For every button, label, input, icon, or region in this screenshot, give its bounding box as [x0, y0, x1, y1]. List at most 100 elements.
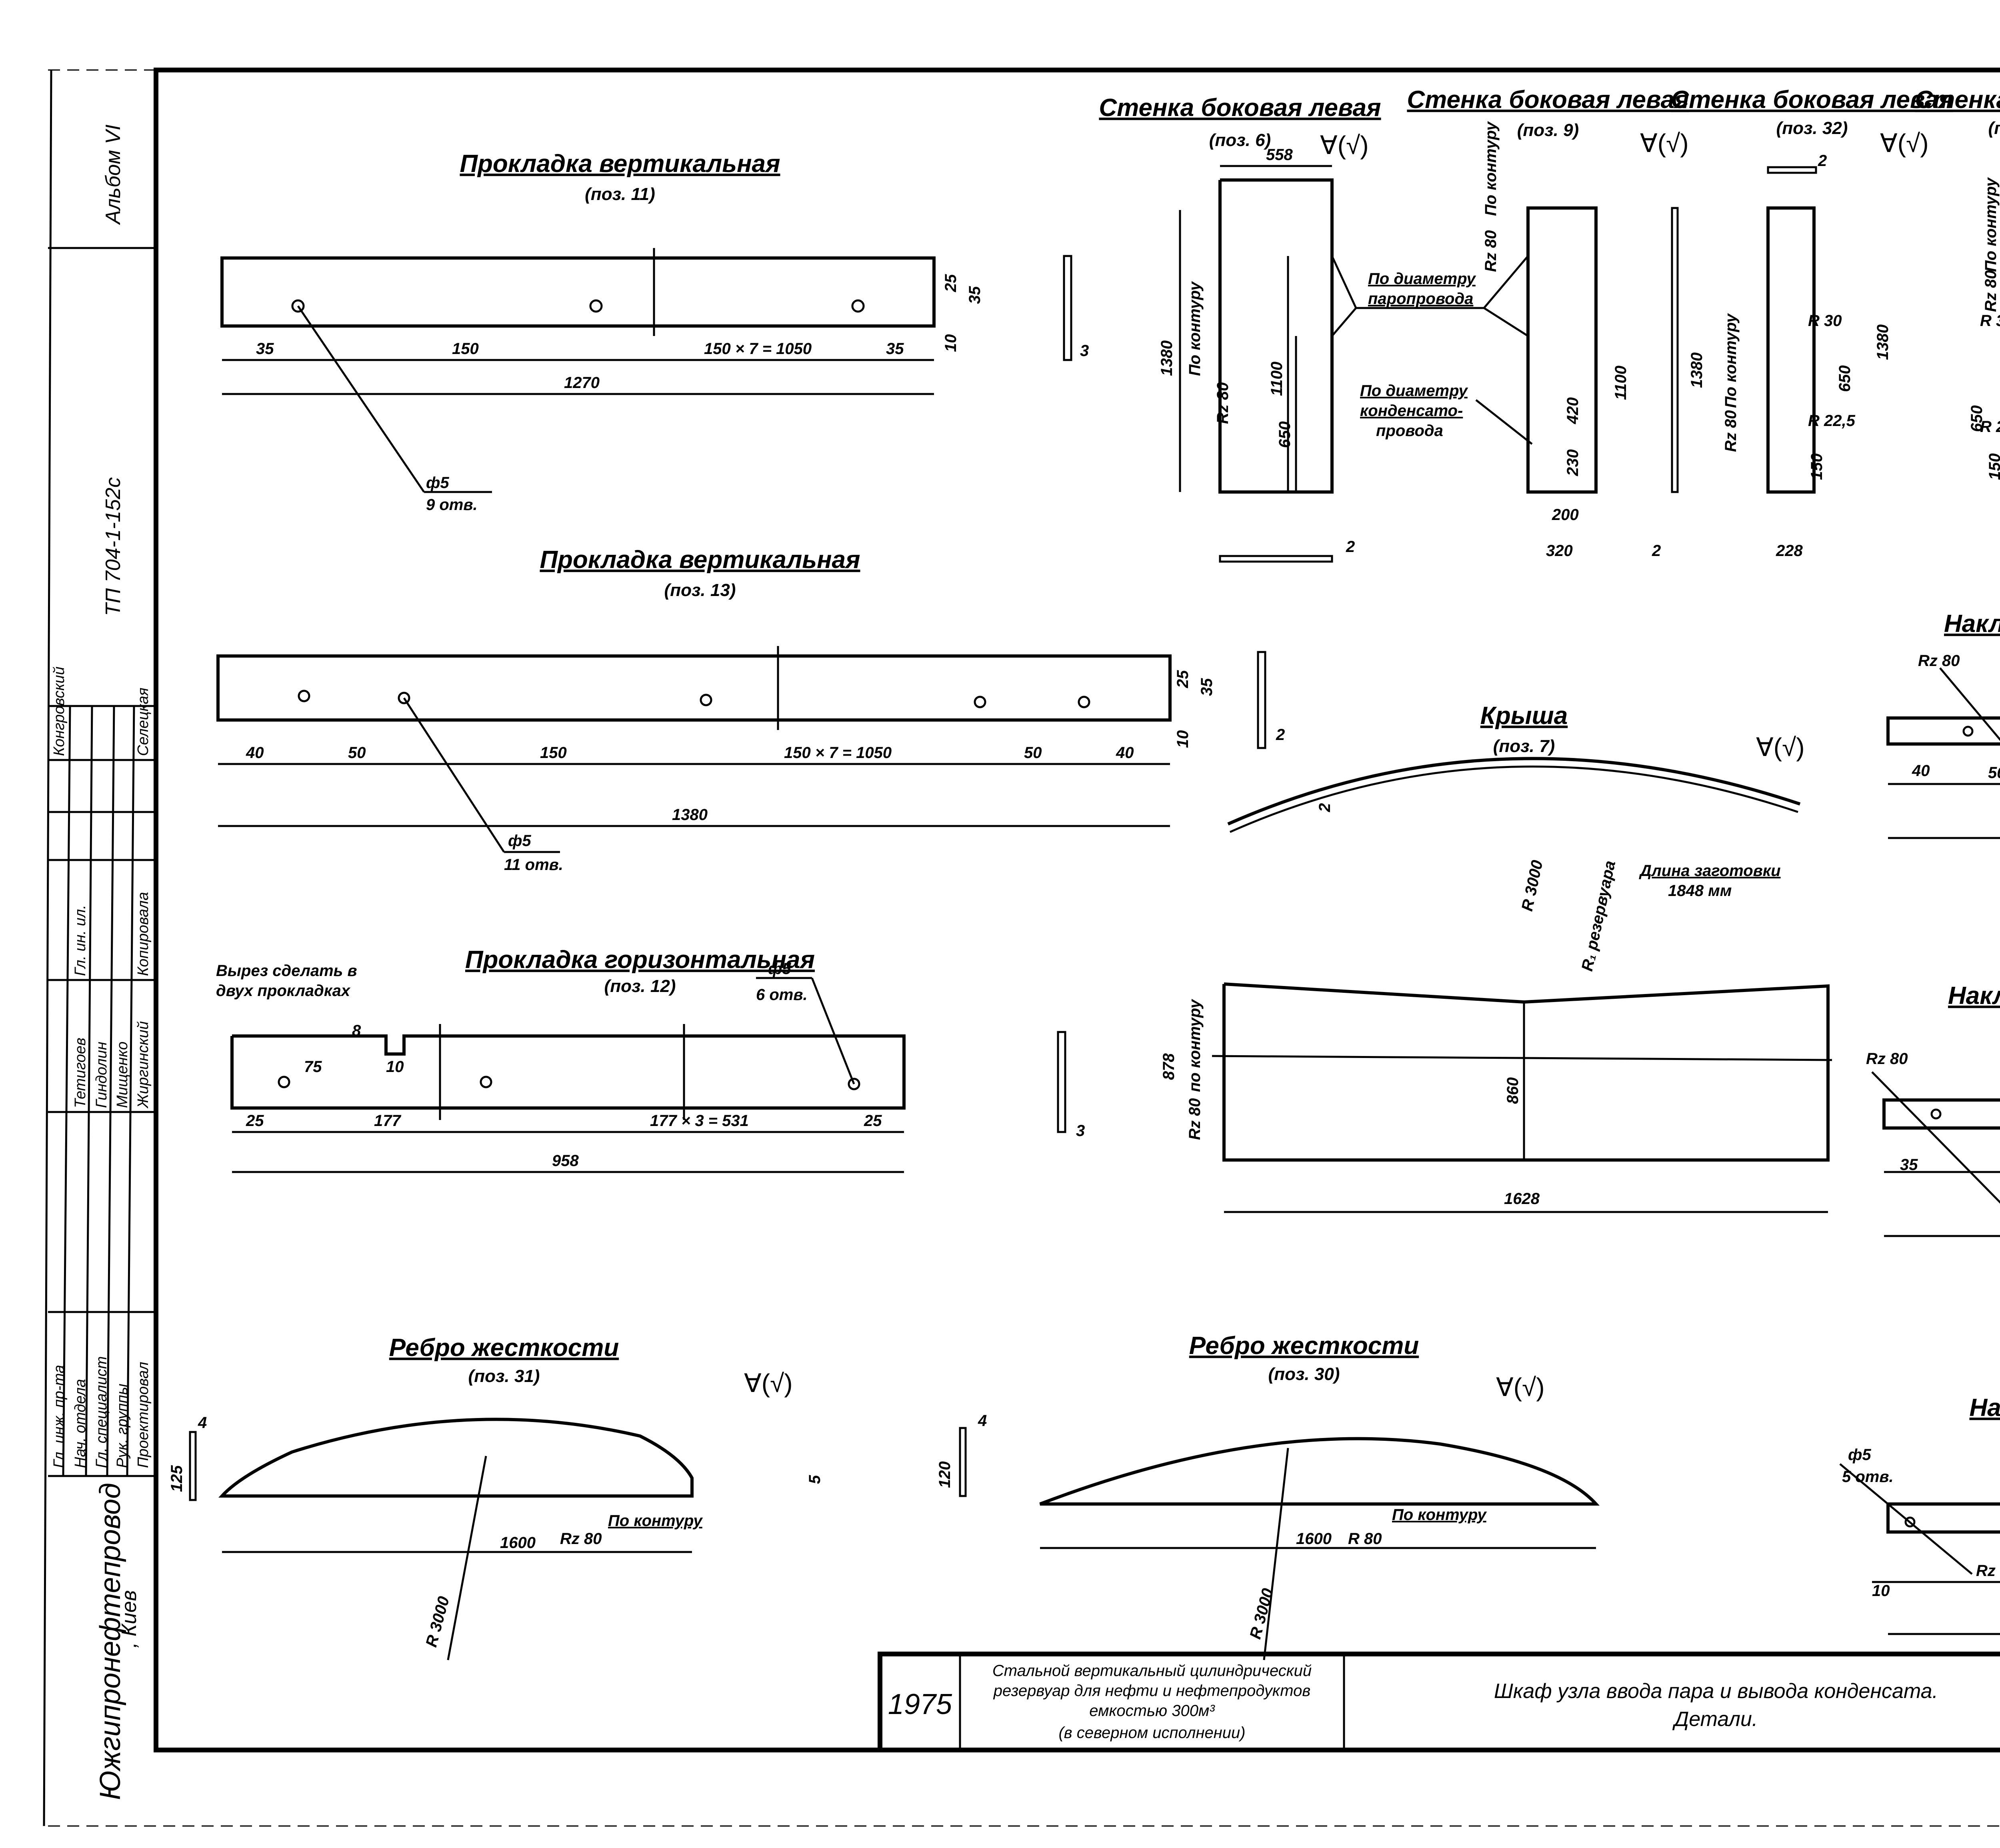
pos30-title: Ребро жесткости	[1189, 1332, 1419, 1360]
pos10-hole-count: 5 отв.	[1842, 1468, 1894, 1486]
pos31-roughness: ∀(√)	[744, 1369, 793, 1398]
pos9-plate	[1882, 1098, 2000, 1130]
pos32-dim-height: 1380	[1874, 324, 1892, 360]
detail-pos32: Стенка боковая левая (поз. 32) ∀(√) 2 R …	[1671, 86, 1953, 560]
detail-pos9: Накладка вертикальная (поз. 9) 35 150 × …	[1866, 982, 2000, 1237]
pos9w-contour: По контуру	[1482, 121, 1500, 216]
object-desc-line-4: (в северном исполнении)	[1058, 1724, 1245, 1742]
pos11-dim-total: 1270	[564, 374, 600, 392]
pos13-dim-3: 150	[540, 744, 567, 762]
detail-pos7-roof: Крыша (поз. 7) ∀(√) 2 R 3000 R₁ резервуа…	[1160, 702, 1832, 1213]
margin-album: Альбом VI	[102, 124, 125, 225]
pos13-dim-h2: 35	[1198, 678, 1216, 696]
pos31-pos: (поз. 31)	[468, 1366, 540, 1386]
pos11-thick: 3	[1080, 342, 1089, 360]
sheet-frame	[43, 68, 2000, 1827]
steam-pipe-note-1: По диаметру	[1368, 270, 1476, 288]
margin-code-box	[48, 70, 158, 1750]
pos12-hole-dia: ф5	[768, 960, 791, 978]
pos8-title: Накладка вертикальная	[1944, 610, 2000, 638]
pos6-dim-1100: 1100	[1268, 362, 1286, 396]
pos12-title: Прокладка горизонтальная	[465, 946, 815, 974]
pos12-hole	[480, 1076, 492, 1088]
pos7-radius: R 3000	[1518, 859, 1546, 913]
pos30-dim-height: 120	[936, 1461, 954, 1488]
pos32-dim-150: 150	[1808, 453, 1826, 480]
pos13-dim-repeat: 150 × 7 = 1050	[784, 744, 892, 762]
pos11-section	[1063, 255, 1072, 361]
pos11-dim-h3: 10	[942, 334, 960, 352]
detail-pos11: Прокладка вертикальная (поз. 11) 35 150 …	[220, 150, 1089, 514]
title-year: 1975	[888, 1688, 952, 1720]
pos6-contour: По контуру	[1186, 281, 1204, 376]
pos32-roughness: ∀(√)	[1880, 129, 1929, 158]
pos30-rib	[1039, 1437, 1600, 1506]
pos31-dim-height: 125	[168, 1465, 186, 1492]
pos32-section	[1767, 166, 1817, 174]
pos32-r2: R 22,5	[1808, 412, 1856, 430]
pos10-title: Накладка горизонтальная	[1970, 1394, 2000, 1422]
pos9w-dim-420: 420	[1564, 397, 1582, 424]
pos32-dim-650: 650	[1836, 365, 1854, 392]
cond-pipe-note-1: По диаметру	[1360, 382, 1468, 400]
pos33-title: Стенка боковая левая	[1915, 86, 2000, 114]
pos9w-dim-230: 230	[1564, 449, 1582, 476]
drawing-title-line-2: Детали.	[1672, 1708, 1758, 1731]
pos31-title: Ребро жесткости	[389, 1334, 619, 1362]
pos10-rz-left: Rz 80	[1976, 1562, 2000, 1580]
pos32-rz: Rz 80	[1722, 410, 1740, 452]
pos30-dim-length: 1600	[1296, 1530, 1332, 1548]
pos11-hole-count: 9 отв.	[426, 496, 478, 514]
detail-pos6: Стенка боковая левая (поз. 6) ∀(√) 558 1…	[1099, 94, 1381, 563]
pos31-contour: По контуру	[608, 1512, 703, 1530]
pos10-hole	[1904, 1516, 1916, 1528]
pos13-title: Прокладка вертикальная	[540, 546, 860, 574]
detail-pos10: Накладка горизонтальная (поз. 10) ∀(√) ф…	[1839, 1394, 2000, 1635]
pos10-hole-dia: ф5	[1848, 1446, 1871, 1464]
pos11-hole	[589, 299, 603, 313]
pos7-contour: по контуру	[1186, 999, 1204, 1092]
pos12-plate	[230, 1034, 906, 1110]
pos9-hole	[1930, 1108, 1942, 1120]
pos13-section	[1257, 651, 1266, 749]
stamp-role-dept-head: Нач. отдела	[72, 1379, 89, 1468]
stamp-name-3: Гиндолин	[93, 1042, 110, 1108]
pos11-pos: (поз. 11)	[585, 184, 655, 204]
pos8-hole	[1962, 726, 1974, 737]
pos33-r3: R 30	[1980, 312, 2000, 330]
pos30-section	[959, 1427, 967, 1497]
pos11-hole	[851, 299, 865, 313]
pos6-roughness: ∀(√)	[1320, 131, 1369, 160]
detail-pos8: Накладка вертикальная (поз. 8) ∀(√) 40 5…	[1886, 610, 2000, 839]
margin-project-code: ТП 704-1-152с	[102, 477, 125, 616]
pos13-plate	[216, 654, 1172, 722]
pos31-rz: Rz 80	[560, 1530, 602, 1548]
pos9w-roughness: ∀(√)	[1640, 129, 1689, 158]
detail-pos12: Прокладка горизонтальная (поз. 12) Вырез…	[216, 946, 1085, 1173]
pos13-hole	[398, 692, 410, 704]
pos7-dim-width: 1628	[1504, 1190, 1540, 1208]
pos32-title: Стенка боковая левая	[1671, 86, 1953, 114]
cond-pipe-note-2: конденсато-	[1360, 402, 1463, 420]
object-desc-line-2: резервуар для нефти и нефтепродуктов	[993, 1682, 1311, 1700]
pos10-plate	[1886, 1502, 2000, 1534]
pos13-hole	[700, 694, 712, 706]
pos30-thick: 4	[978, 1412, 987, 1430]
stamp-name-4: Мищенко	[114, 1042, 131, 1108]
pos32-thick: 2	[1818, 152, 1827, 170]
pos9w-dim-1100: 1100	[1612, 366, 1630, 400]
pos31-section	[189, 1431, 197, 1501]
pos11-dim-h2: 35	[966, 286, 984, 304]
pos12-dim-total: 958	[552, 1152, 579, 1170]
stamp-name-1: Гл. ин. ил.	[72, 905, 89, 976]
pos13-dim-h3: 10	[1174, 730, 1192, 748]
pos33-contour: По контуру	[1982, 177, 2000, 272]
pos12-dim-repeat: 177 × 3 = 531	[650, 1112, 749, 1130]
pos7-blank-length-2: 1848 мм	[1668, 882, 1732, 900]
pos12-thick: 3	[1076, 1122, 1085, 1140]
object-desc-line-1: Стальной вертикальный цилиндрический	[992, 1662, 1312, 1680]
pos6-thick: 2	[1346, 538, 1355, 556]
pos33-dim-650a: 650	[1968, 405, 1986, 432]
pos10-dim-1: 10	[1872, 1582, 1890, 1600]
pos7-blank-length-1: Длина заготовки	[1639, 862, 1781, 880]
